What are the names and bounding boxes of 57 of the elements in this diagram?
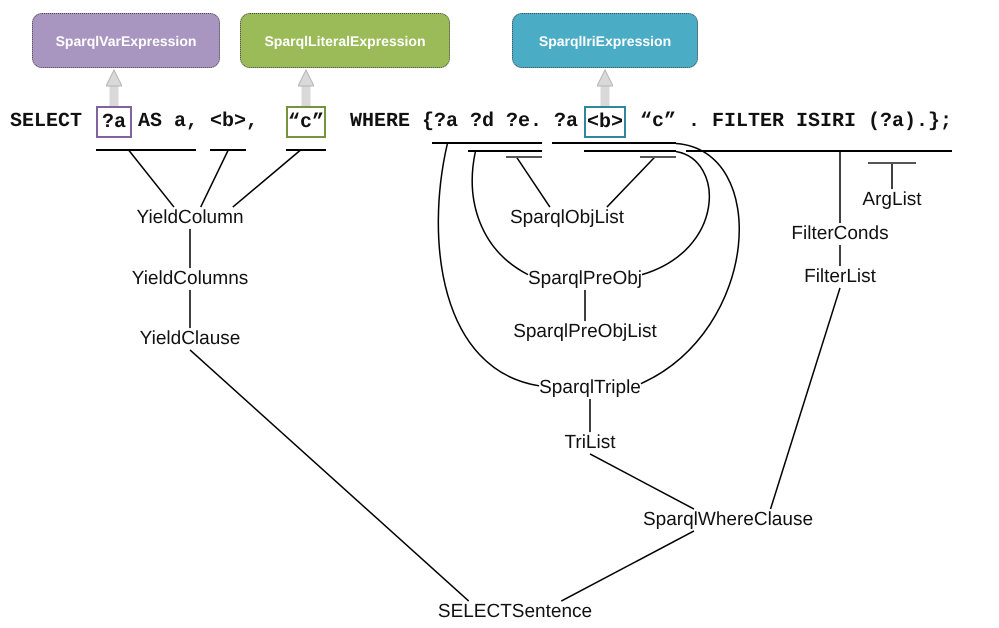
code-text: AS a, <b>, <box>138 109 258 135</box>
expression-box: SparqlLiteralExpression <box>240 13 450 68</box>
underline-bar <box>640 156 676 158</box>
tree-node-label: SparqlPreObj <box>528 268 642 290</box>
highlighted-token: “c” <box>286 106 326 138</box>
tree-node-label: SparqlTriple <box>539 377 641 399</box>
tree-node-label: TriList <box>564 432 616 454</box>
code-text: “c” . FILTER ISIRI (?a).}; <box>640 109 952 135</box>
tree-node-label: SELECTSentence <box>438 601 592 623</box>
expression-box: SparqlVarExpression <box>32 13 220 68</box>
connector-line <box>232 150 300 208</box>
code-text: SELECT <box>10 109 82 135</box>
connector-line <box>590 453 694 510</box>
connector-line <box>584 290 586 322</box>
connector-line <box>189 290 191 328</box>
tree-node-label: YieldClause <box>140 328 240 350</box>
connector-line <box>891 164 893 190</box>
connector-line <box>189 228 191 268</box>
connector-line <box>190 349 470 602</box>
underline-bar <box>286 149 326 150</box>
expression-box: SparqlIriExpression <box>512 13 698 68</box>
tree-node-label: ArgList <box>862 189 922 211</box>
tree-node-label: YieldColumns <box>132 268 248 290</box>
underline-bar <box>468 150 542 152</box>
underline-bar <box>584 150 676 152</box>
connector-line <box>200 150 229 208</box>
connector-line <box>640 142 740 384</box>
connector-line <box>642 150 710 276</box>
underline-bar <box>96 149 196 150</box>
tree-node-label: SparqlWhereClause <box>642 509 814 531</box>
connector-line <box>839 152 841 224</box>
connector-line <box>438 143 540 387</box>
connector-line <box>560 530 694 602</box>
underline-bar <box>868 162 916 164</box>
underline-bar <box>686 150 952 152</box>
connector-line <box>606 156 655 208</box>
connector-line <box>839 244 841 266</box>
underline-bar <box>210 149 246 150</box>
underline-bar <box>552 142 676 144</box>
highlighted-token: ?a <box>96 106 132 138</box>
connector-line <box>472 151 528 276</box>
tree-node-label: FilterConds <box>791 223 889 245</box>
tree-node-label: SparqlPreObjList <box>513 321 657 343</box>
tree-node-label: YieldColumn <box>136 207 244 229</box>
connector-line <box>128 150 175 208</box>
underline-bar <box>506 156 542 158</box>
code-text: WHERE {?a ?d ?e. ?a <box>350 109 578 135</box>
tree-node-label: FilterList <box>804 266 876 288</box>
underline-bar <box>432 142 542 144</box>
connector-line <box>770 288 841 510</box>
tree-node-label: SparqlObjList <box>510 207 624 229</box>
connector-line <box>516 157 551 208</box>
highlighted-token: <b> <box>584 106 626 138</box>
block-arrow <box>106 70 122 106</box>
block-arrow <box>298 70 314 106</box>
block-arrow <box>596 70 614 106</box>
connector-line <box>589 398 591 432</box>
